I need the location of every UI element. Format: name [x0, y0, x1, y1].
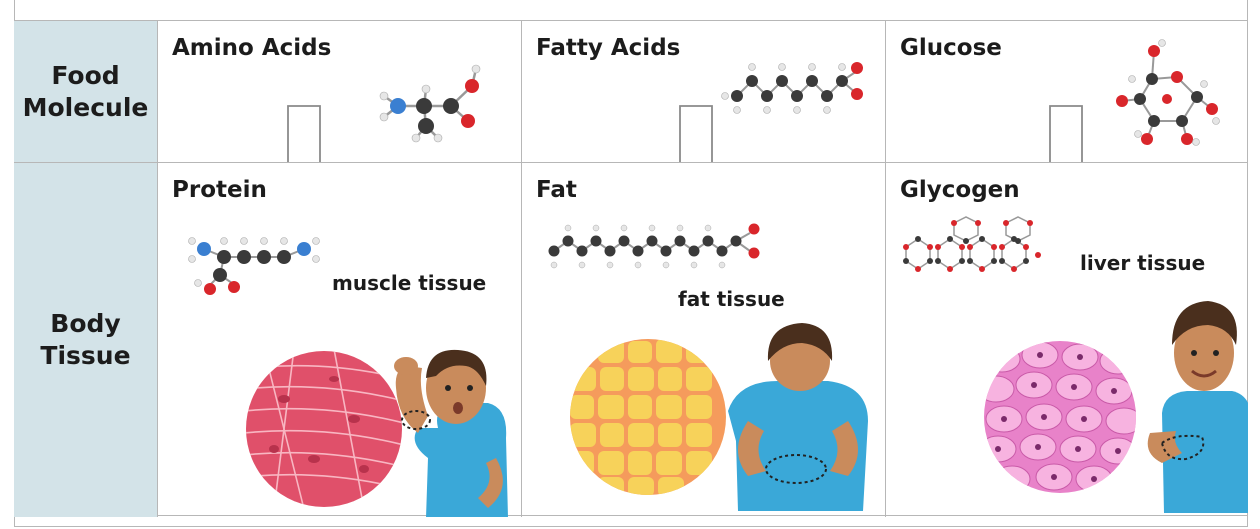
row-header-body-tissue: Body Tissue	[14, 163, 158, 517]
row-header-body-tissue-label: Body Tissue	[40, 309, 131, 370]
label-amino-acids: Amino Acids	[172, 35, 332, 61]
label-fat-tissue: fat tissue	[678, 287, 785, 311]
cell-fatty-acids: Fatty Acids	[522, 21, 886, 163]
arrow-down-icon	[1049, 105, 1083, 162]
boy-smiling-illustration	[1147, 301, 1248, 513]
label-glucose: Glucose	[900, 35, 1002, 61]
row-header-food-molecule: Food Molecule	[14, 21, 158, 163]
cell-glucose: Glucose	[886, 21, 1248, 163]
liver-tissue-circle	[984, 341, 1136, 493]
arrow-down-icon	[287, 105, 321, 162]
row-header-food-molecule-label: Food Molecule	[22, 60, 149, 122]
cell-glycogen: Glycogen liver tissue	[886, 163, 1248, 517]
arrow-down-icon	[679, 105, 713, 162]
glucose-molecule-icon	[1116, 39, 1220, 146]
boy-flexing-illustration	[394, 349, 508, 517]
label-glycogen: Glycogen	[900, 177, 1020, 203]
muscle-tissue-circle	[246, 351, 402, 507]
amino-acid-molecule-icon	[379, 64, 481, 143]
boy-looking-down-illustration	[728, 323, 868, 511]
label-fatty-acids: Fatty Acids	[536, 35, 681, 61]
cell-fat: Fat fat tissue	[522, 163, 886, 517]
cell-amino-acids: Amino Acids	[158, 21, 522, 163]
label-liver-tissue: liver tissue	[1080, 251, 1206, 275]
glycogen-molecule-icon	[903, 216, 1041, 272]
fat-tissue-circle	[570, 339, 726, 495]
cell-protein: Protein muscle tissue	[158, 163, 522, 517]
label-protein: Protein	[172, 177, 267, 203]
food-to-tissue-table: Food Molecule Amino Acids	[14, 20, 1248, 517]
fatty-acid-molecule-icon	[721, 62, 863, 114]
protein-molecule-icon	[188, 237, 320, 295]
label-fat: Fat	[536, 177, 577, 203]
label-muscle-tissue: muscle tissue	[332, 271, 487, 295]
fat-molecule-icon	[548, 223, 760, 269]
